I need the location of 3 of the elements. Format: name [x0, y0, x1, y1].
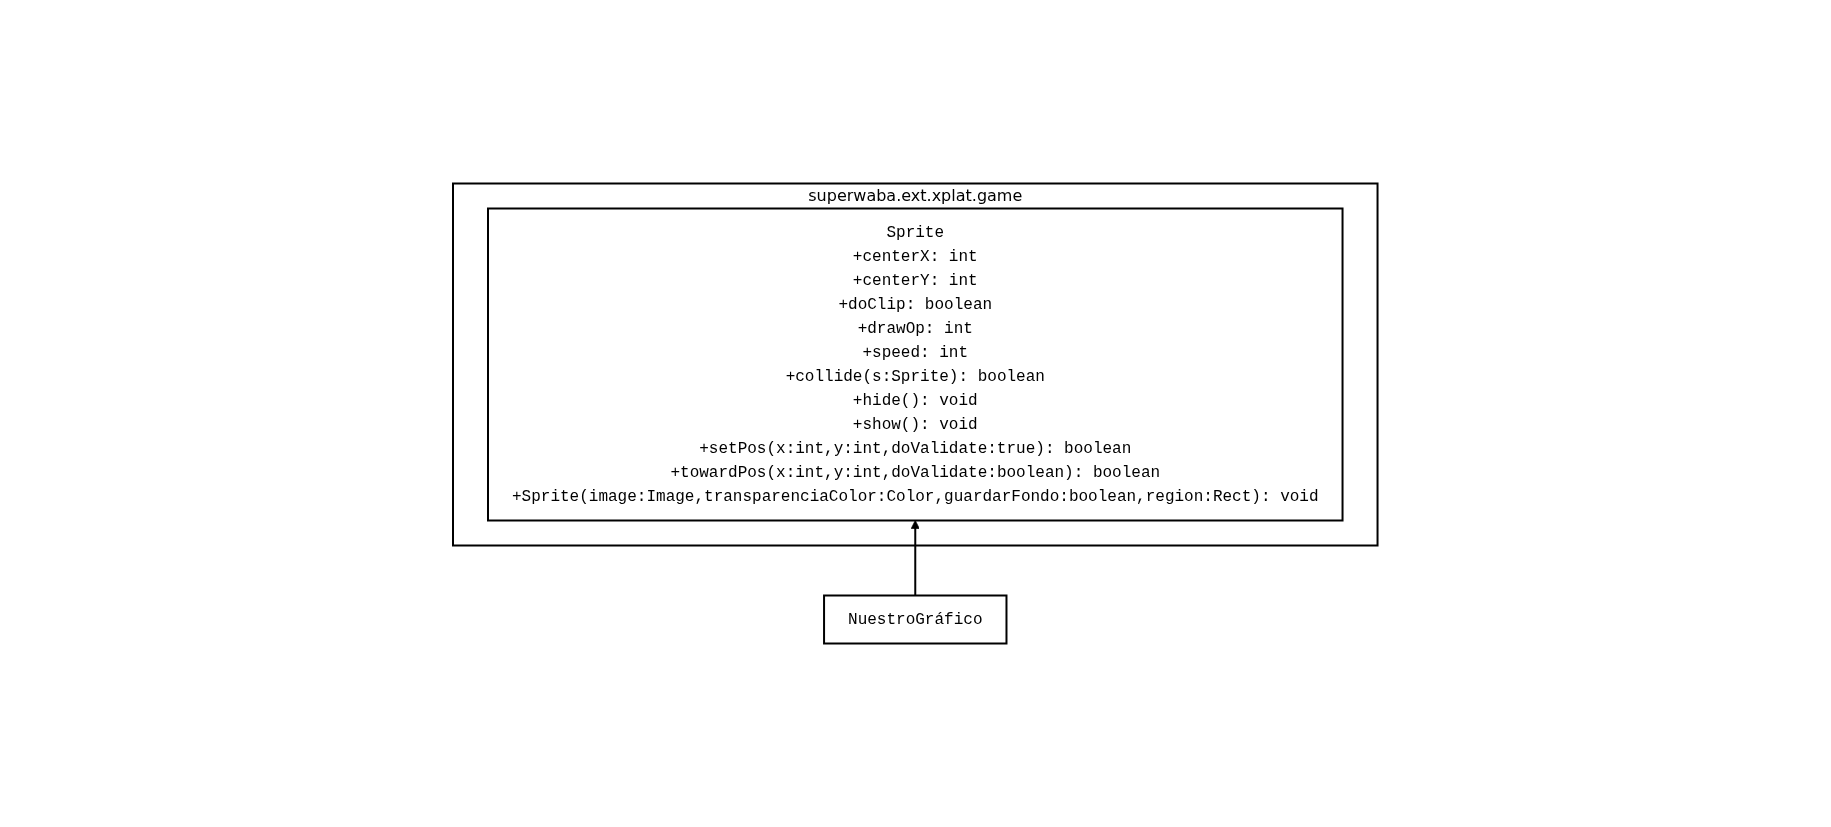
arrow [911, 520, 920, 597]
node-box: Sprite +centerX: int +centerY: int +doClip: boolean +drawOp: int +speed: int +collide(s:Sprite): boolean +hide(): void +show(): void +setPos(x:int,y:int,doValidate:true): boolean +towardPos(x:int,y:int,doValidate:boolean): boolean +Sprite(image:Image,transparenciaColor:Color,guardarFondo:boolean,region:Rect): void [487, 207, 1344, 522]
node-box: NuestroGráfico [823, 594, 1008, 645]
